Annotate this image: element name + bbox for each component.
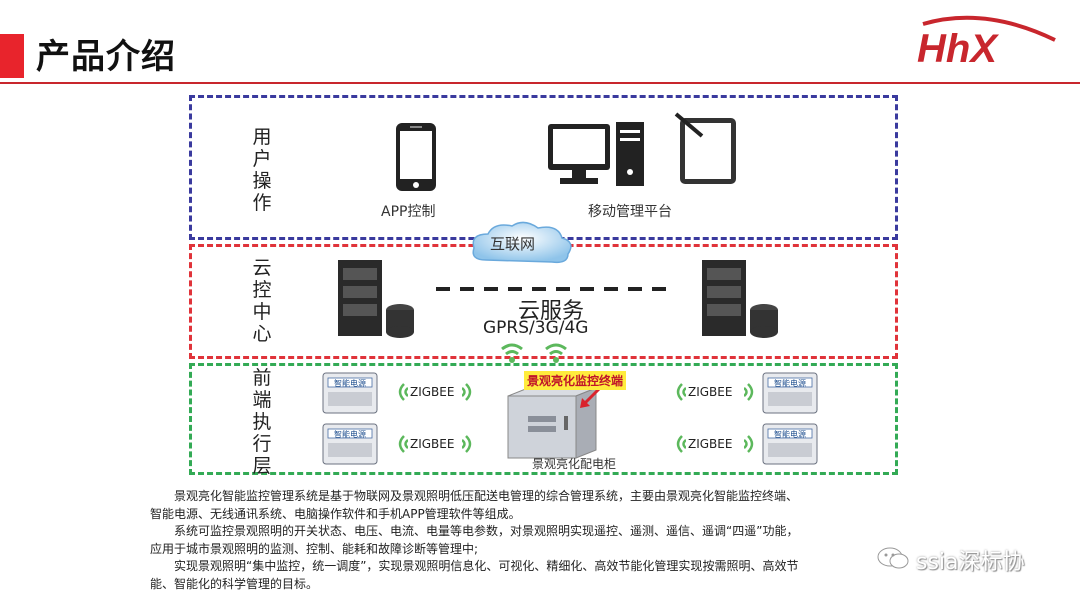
wechat-icon [877, 547, 909, 569]
cloud-link-dashes [436, 287, 672, 291]
zigbee-label: ZIGBEE [410, 385, 455, 399]
layer-user-operation [189, 95, 898, 240]
zigbee-signal-icon [462, 383, 472, 401]
description-line: 景观亮化智能监控管理系统是基于物联网及景观照明低压配送电管理的综合管理系统，主要… [174, 489, 799, 503]
cloud-service-label: 云服务 [518, 299, 585, 324]
internet-label: 互联网 [490, 235, 536, 253]
internet-cloud-icon [472, 221, 572, 264]
zigbee-signal-icon [398, 383, 408, 401]
mobile-platform-label: 移动管理平台 [588, 204, 672, 220]
hhx-logo: HhX [917, 15, 1056, 71]
monitor-terminal-label: 景观亮化监控终端 [524, 371, 627, 390]
smartphone-icon [396, 123, 436, 191]
protocol-label: GPRS/3G/4G [483, 318, 589, 338]
description-text: 景观亮化智能监控管理系统是基于物联网及景观照明低压配送电管理的综合管理系统，主要… [150, 488, 950, 593]
watermark-text: ssia深标协 [916, 550, 1025, 575]
desktop-computer-icon [548, 122, 644, 186]
zigbee-label: ZIGBEE [688, 437, 733, 451]
power-unit-label: 智能电源 [334, 429, 366, 439]
zigbee-signal-icon [744, 383, 754, 401]
zigbee-signal-icon [676, 435, 686, 453]
power-unit-label: 智能电源 [774, 429, 806, 439]
zigbee-label: ZIGBEE [688, 385, 733, 399]
zigbee-label: ZIGBEE [410, 437, 455, 451]
header-accent-block [0, 34, 24, 78]
smart-power-unit-icon: 智能电源 [762, 372, 818, 414]
zigbee-signal-icon [744, 435, 754, 453]
power-unit-label: 智能电源 [774, 378, 806, 388]
power-unit-label: 智能电源 [334, 378, 366, 388]
layer-label-cloud: 云控中心 [252, 257, 272, 345]
arrow-pointer-icon [580, 386, 602, 408]
page-title: 产品介绍 [36, 37, 176, 77]
wifi-signal-left-icon [501, 343, 523, 363]
app-control-label: APP控制 [381, 204, 436, 220]
wifi-signal-right-icon [545, 343, 567, 363]
description-line: 系统可监控景观照明的开关状态、电压、电流、电量等电参数，对景观照明实现遥控、遥测… [174, 524, 799, 538]
zigbee-signal-icon [462, 435, 472, 453]
distribution-cabinet-label: 景观亮化配电柜 [532, 457, 617, 471]
description-line: 智能电源、无线通讯系统、电脑操作软件和手机APP管理软件等组成。 [150, 506, 521, 521]
tablet-pen-icon [674, 112, 736, 184]
smart-power-unit-icon: 智能电源 [322, 372, 378, 414]
zigbee-signal-icon [676, 383, 686, 401]
header-divider [0, 82, 1080, 84]
smart-power-unit-icon: 智能电源 [762, 423, 818, 465]
layer-front-execution [189, 363, 898, 475]
description-line: 能、智能化的科学管理的目标。 [150, 576, 319, 591]
watermark: ssia深标协 [876, 542, 1054, 575]
server-right-icon [702, 260, 778, 338]
smart-power-unit-icon: 智能电源 [322, 423, 378, 465]
description-line: 实现景观照明“集中监控，统一调度”，实现景观照明信息化、可视化、精细化、高效节能… [174, 559, 799, 573]
layer-label-front: 前端执行层 [252, 367, 272, 477]
layer-label-user: 用户操作 [252, 126, 272, 214]
logo-text: HhX [917, 27, 999, 71]
zigbee-signal-icon [398, 435, 408, 453]
server-left-icon [338, 260, 414, 338]
description-line: 应用于城市景观照明的监测、控制、能耗和故障诊断等管理中; [150, 541, 479, 556]
